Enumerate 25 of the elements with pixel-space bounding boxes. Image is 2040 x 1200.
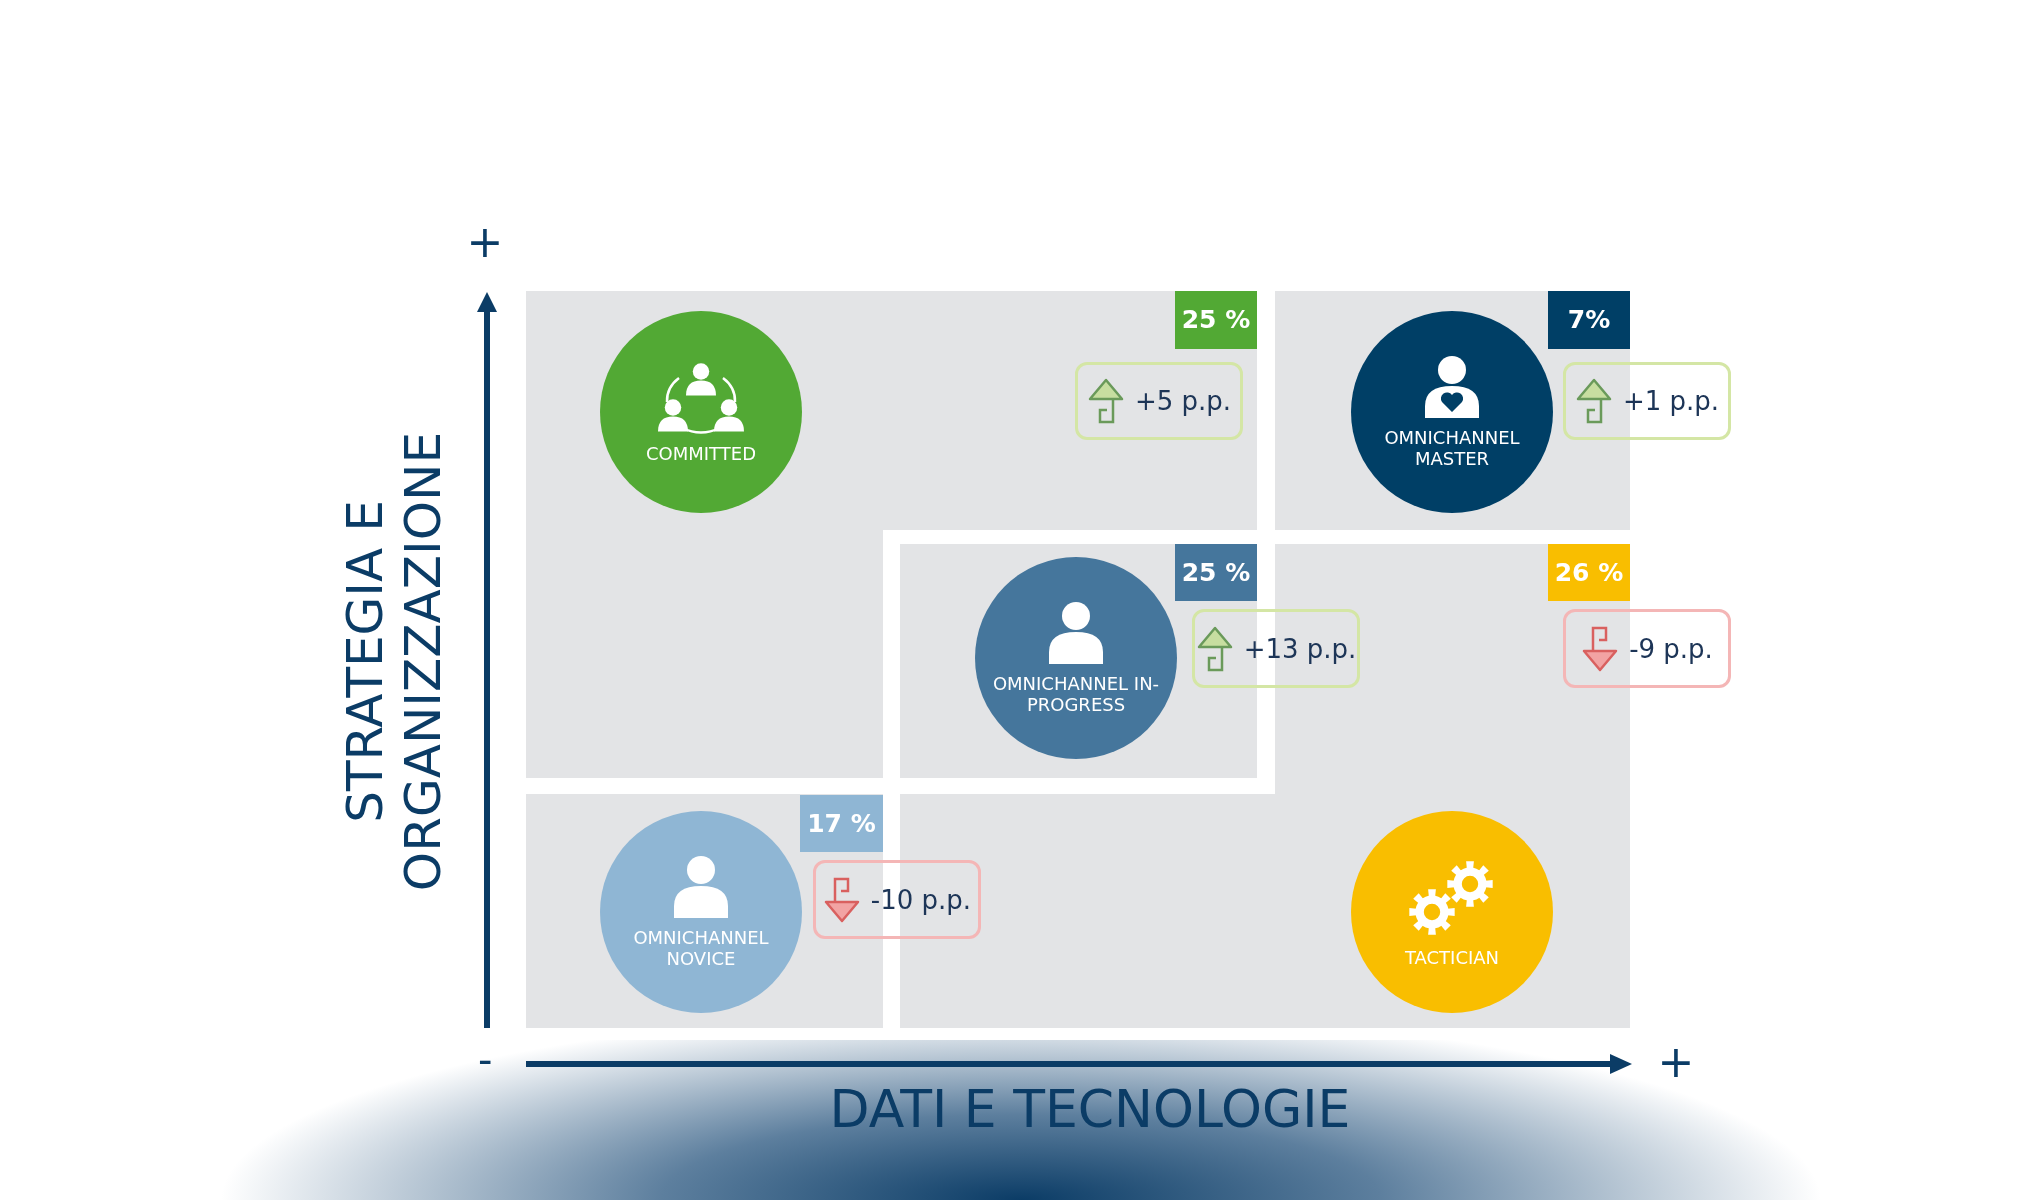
segment-label: COMMITTED xyxy=(645,443,757,465)
segment-label: OMNICHANNEL NOVICE xyxy=(632,928,770,970)
change-value: -9 p.p. xyxy=(1629,633,1713,664)
percentage-badge: 7% xyxy=(1548,291,1630,349)
change-value: +13 p.p. xyxy=(1243,633,1357,664)
axis-title: STRATEGIA E ORGANIZZAZIONE xyxy=(336,430,452,893)
axis-minus-sign: - xyxy=(478,1037,493,1083)
change-value: -10 p.p. xyxy=(870,884,972,915)
percentage-badge: 26 % xyxy=(1548,544,1630,601)
segment-label: OMNICHANNEL MASTER xyxy=(1383,428,1521,470)
axis-plus-sign: + xyxy=(1657,1036,1695,1088)
percentage-badge: 25 % xyxy=(1175,544,1257,601)
percentage-badge: 25 % xyxy=(1175,291,1257,349)
change-box xyxy=(1075,362,1243,440)
change-box xyxy=(1563,609,1731,688)
change-value: +1 p.p. xyxy=(1622,386,1720,416)
segment-label: OMNICHANNEL IN-PROGRESS xyxy=(991,674,1161,716)
segment-label: TACTICIAN xyxy=(1403,947,1501,969)
change-box xyxy=(813,860,981,939)
percentage-badge: 17 % xyxy=(800,795,883,852)
change-value: +5 p.p. xyxy=(1134,386,1232,416)
change-box xyxy=(1192,609,1360,688)
axis-title: DATI E TECNOLOGIE xyxy=(829,1080,1351,1140)
change-box xyxy=(1563,362,1731,440)
axis-plus-sign: + xyxy=(466,216,504,268)
